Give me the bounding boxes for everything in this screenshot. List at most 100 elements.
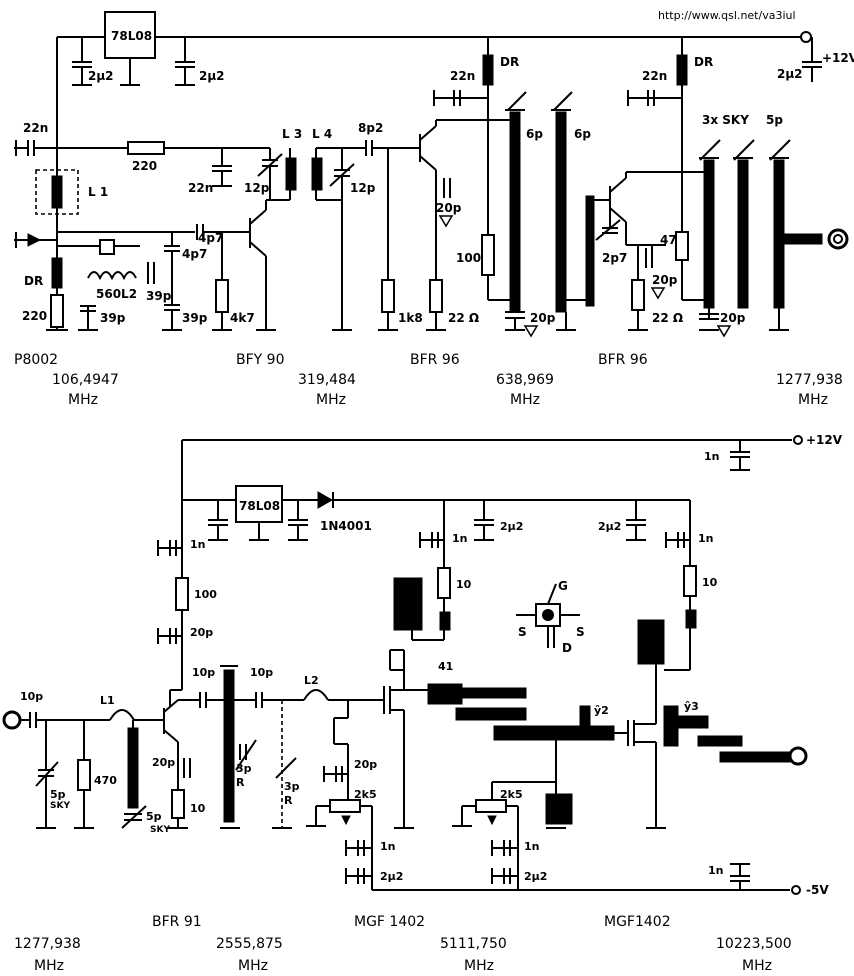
- freq-top-0: 106,4947: [52, 372, 119, 388]
- svg-text:L1: L1: [100, 694, 115, 707]
- svg-text:SKY: SKY: [50, 801, 70, 811]
- svg-text:39p: 39p: [182, 311, 208, 325]
- svg-text:D: D: [562, 641, 572, 655]
- svg-text:L 1: L 1: [88, 185, 108, 199]
- device-mgf1402-a: MGF 1402: [354, 914, 425, 930]
- svg-text:39p: 39p: [100, 311, 126, 325]
- device-bfr96-b: BFR 96: [598, 352, 648, 368]
- unit-bottom-4: MHz: [742, 958, 772, 974]
- bottom-labels: BFR 91 MGF 1402 MGF1402 1277,938 MHz 255…: [14, 914, 792, 974]
- svg-text:L 3: L 3: [282, 127, 302, 141]
- device-bfr91: BFR 91: [152, 914, 202, 930]
- device-p8002: P8002: [14, 352, 58, 368]
- bottom-circuit: +12V 1n 78L08 1N4001 1n 100: [2, 433, 843, 897]
- svg-text:8p2: 8p2: [358, 121, 383, 135]
- svg-text:10: 10: [456, 578, 472, 591]
- svg-text:2p7: 2p7: [602, 251, 627, 265]
- svg-text:20p: 20p: [652, 273, 678, 287]
- svg-text:6p: 6p: [574, 127, 591, 141]
- svg-text:470: 470: [94, 774, 117, 787]
- unit-top-2: MHz: [510, 392, 540, 408]
- svg-text:22 Ω: 22 Ω: [448, 311, 479, 325]
- svg-text:220: 220: [22, 309, 47, 323]
- svg-text:DR: DR: [694, 55, 713, 69]
- svg-text:2μ2: 2μ2: [777, 67, 803, 81]
- top-labels: P8002 106,4947 MHz BFY 90 319,484 MHz BF…: [14, 352, 843, 408]
- svg-text:2μ2: 2μ2: [524, 870, 547, 883]
- svg-text:22n: 22n: [450, 69, 475, 83]
- svg-text:S: S: [576, 625, 585, 639]
- svg-text:ŷ3: ŷ3: [684, 700, 699, 713]
- svg-text:20p: 20p: [436, 201, 462, 215]
- svg-text:20p: 20p: [530, 311, 556, 325]
- svg-text:1n: 1n: [380, 840, 396, 853]
- svg-text:22n: 22n: [188, 181, 213, 195]
- svg-text:6p: 6p: [526, 127, 543, 141]
- svg-text:20p: 20p: [152, 756, 175, 769]
- svg-text:R: R: [236, 776, 245, 789]
- svg-text:41: 41: [438, 660, 453, 673]
- regulator-bottom-label: 78L08: [239, 499, 280, 513]
- unit-top-4: MHz: [798, 392, 828, 408]
- svg-text:4k7: 4k7: [230, 311, 255, 325]
- svg-text:22n: 22n: [642, 69, 667, 83]
- svg-text:22 Ω: 22 Ω: [652, 311, 683, 325]
- svg-text:DR: DR: [24, 274, 43, 288]
- svg-text:4p7: 4p7: [182, 247, 207, 261]
- svg-text:L 4: L 4: [312, 127, 332, 141]
- svg-text:ŷ2: ŷ2: [594, 704, 609, 717]
- unit-bottom-0: MHz: [34, 958, 64, 974]
- svg-text:3x SKY: 3x SKY: [702, 113, 749, 127]
- svg-text:20p: 20p: [190, 626, 213, 639]
- freq-top-1: 319,484: [298, 372, 356, 388]
- svg-text:1n: 1n: [452, 532, 468, 545]
- svg-text:12p: 12p: [244, 181, 270, 195]
- svg-text:100: 100: [456, 251, 481, 265]
- svg-text:2μ2: 2μ2: [199, 69, 225, 83]
- source-url: http://www.qsl.net/va3iul: [658, 9, 796, 22]
- supply-pos-top: +12V: [822, 51, 854, 65]
- unit-bottom-2: MHz: [464, 958, 494, 974]
- svg-text:10p: 10p: [250, 666, 273, 679]
- svg-text:1n: 1n: [704, 450, 720, 463]
- svg-text:SKY: SKY: [150, 825, 170, 835]
- svg-text:2μ2: 2μ2: [88, 69, 114, 83]
- svg-text:39p: 39p: [146, 289, 172, 303]
- supply-neg-bottom: -5V: [806, 883, 829, 897]
- freq-bottom-1: 2555,875: [216, 936, 283, 952]
- device-mgf1402-b: MGF1402: [604, 914, 671, 930]
- svg-text:1n: 1n: [524, 840, 540, 853]
- svg-text:10: 10: [702, 576, 718, 589]
- svg-text:2k5: 2k5: [354, 788, 377, 801]
- svg-text:47: 47: [660, 233, 677, 247]
- svg-text:20p: 20p: [720, 311, 746, 325]
- svg-text:3p: 3p: [284, 780, 300, 793]
- svg-text:5p: 5p: [146, 810, 162, 823]
- unit-top-1: MHz: [316, 392, 346, 408]
- device-bfy90: BFY 90: [236, 352, 284, 368]
- svg-text:20p: 20p: [354, 758, 377, 771]
- regulator-top-label: 78L08: [111, 29, 152, 43]
- svg-text:10: 10: [190, 802, 206, 815]
- freq-top-2: 638,969: [496, 372, 554, 388]
- svg-text:1k8: 1k8: [398, 311, 423, 325]
- svg-text:2μ2: 2μ2: [380, 870, 403, 883]
- svg-text:DR: DR: [500, 55, 519, 69]
- svg-text:4p7: 4p7: [198, 231, 223, 245]
- unit-top-0: MHz: [68, 392, 98, 408]
- svg-text:R: R: [284, 794, 293, 807]
- svg-text:G: G: [558, 579, 568, 593]
- freq-bottom-2: 5111,750: [440, 936, 507, 952]
- svg-text:5p: 5p: [50, 788, 66, 801]
- svg-text:1n: 1n: [708, 864, 724, 877]
- svg-text:1n: 1n: [190, 538, 206, 551]
- svg-text:5p: 5p: [766, 113, 783, 127]
- svg-text:100: 100: [194, 588, 217, 601]
- freq-top-4: 1277,938: [776, 372, 843, 388]
- device-bfr96-a: BFR 96: [410, 352, 460, 368]
- svg-text:L2: L2: [304, 674, 319, 687]
- freq-bottom-0: 1277,938: [14, 936, 81, 952]
- svg-text:10p: 10p: [192, 666, 215, 679]
- svg-text:S: S: [518, 625, 527, 639]
- svg-text:3p: 3p: [236, 762, 252, 775]
